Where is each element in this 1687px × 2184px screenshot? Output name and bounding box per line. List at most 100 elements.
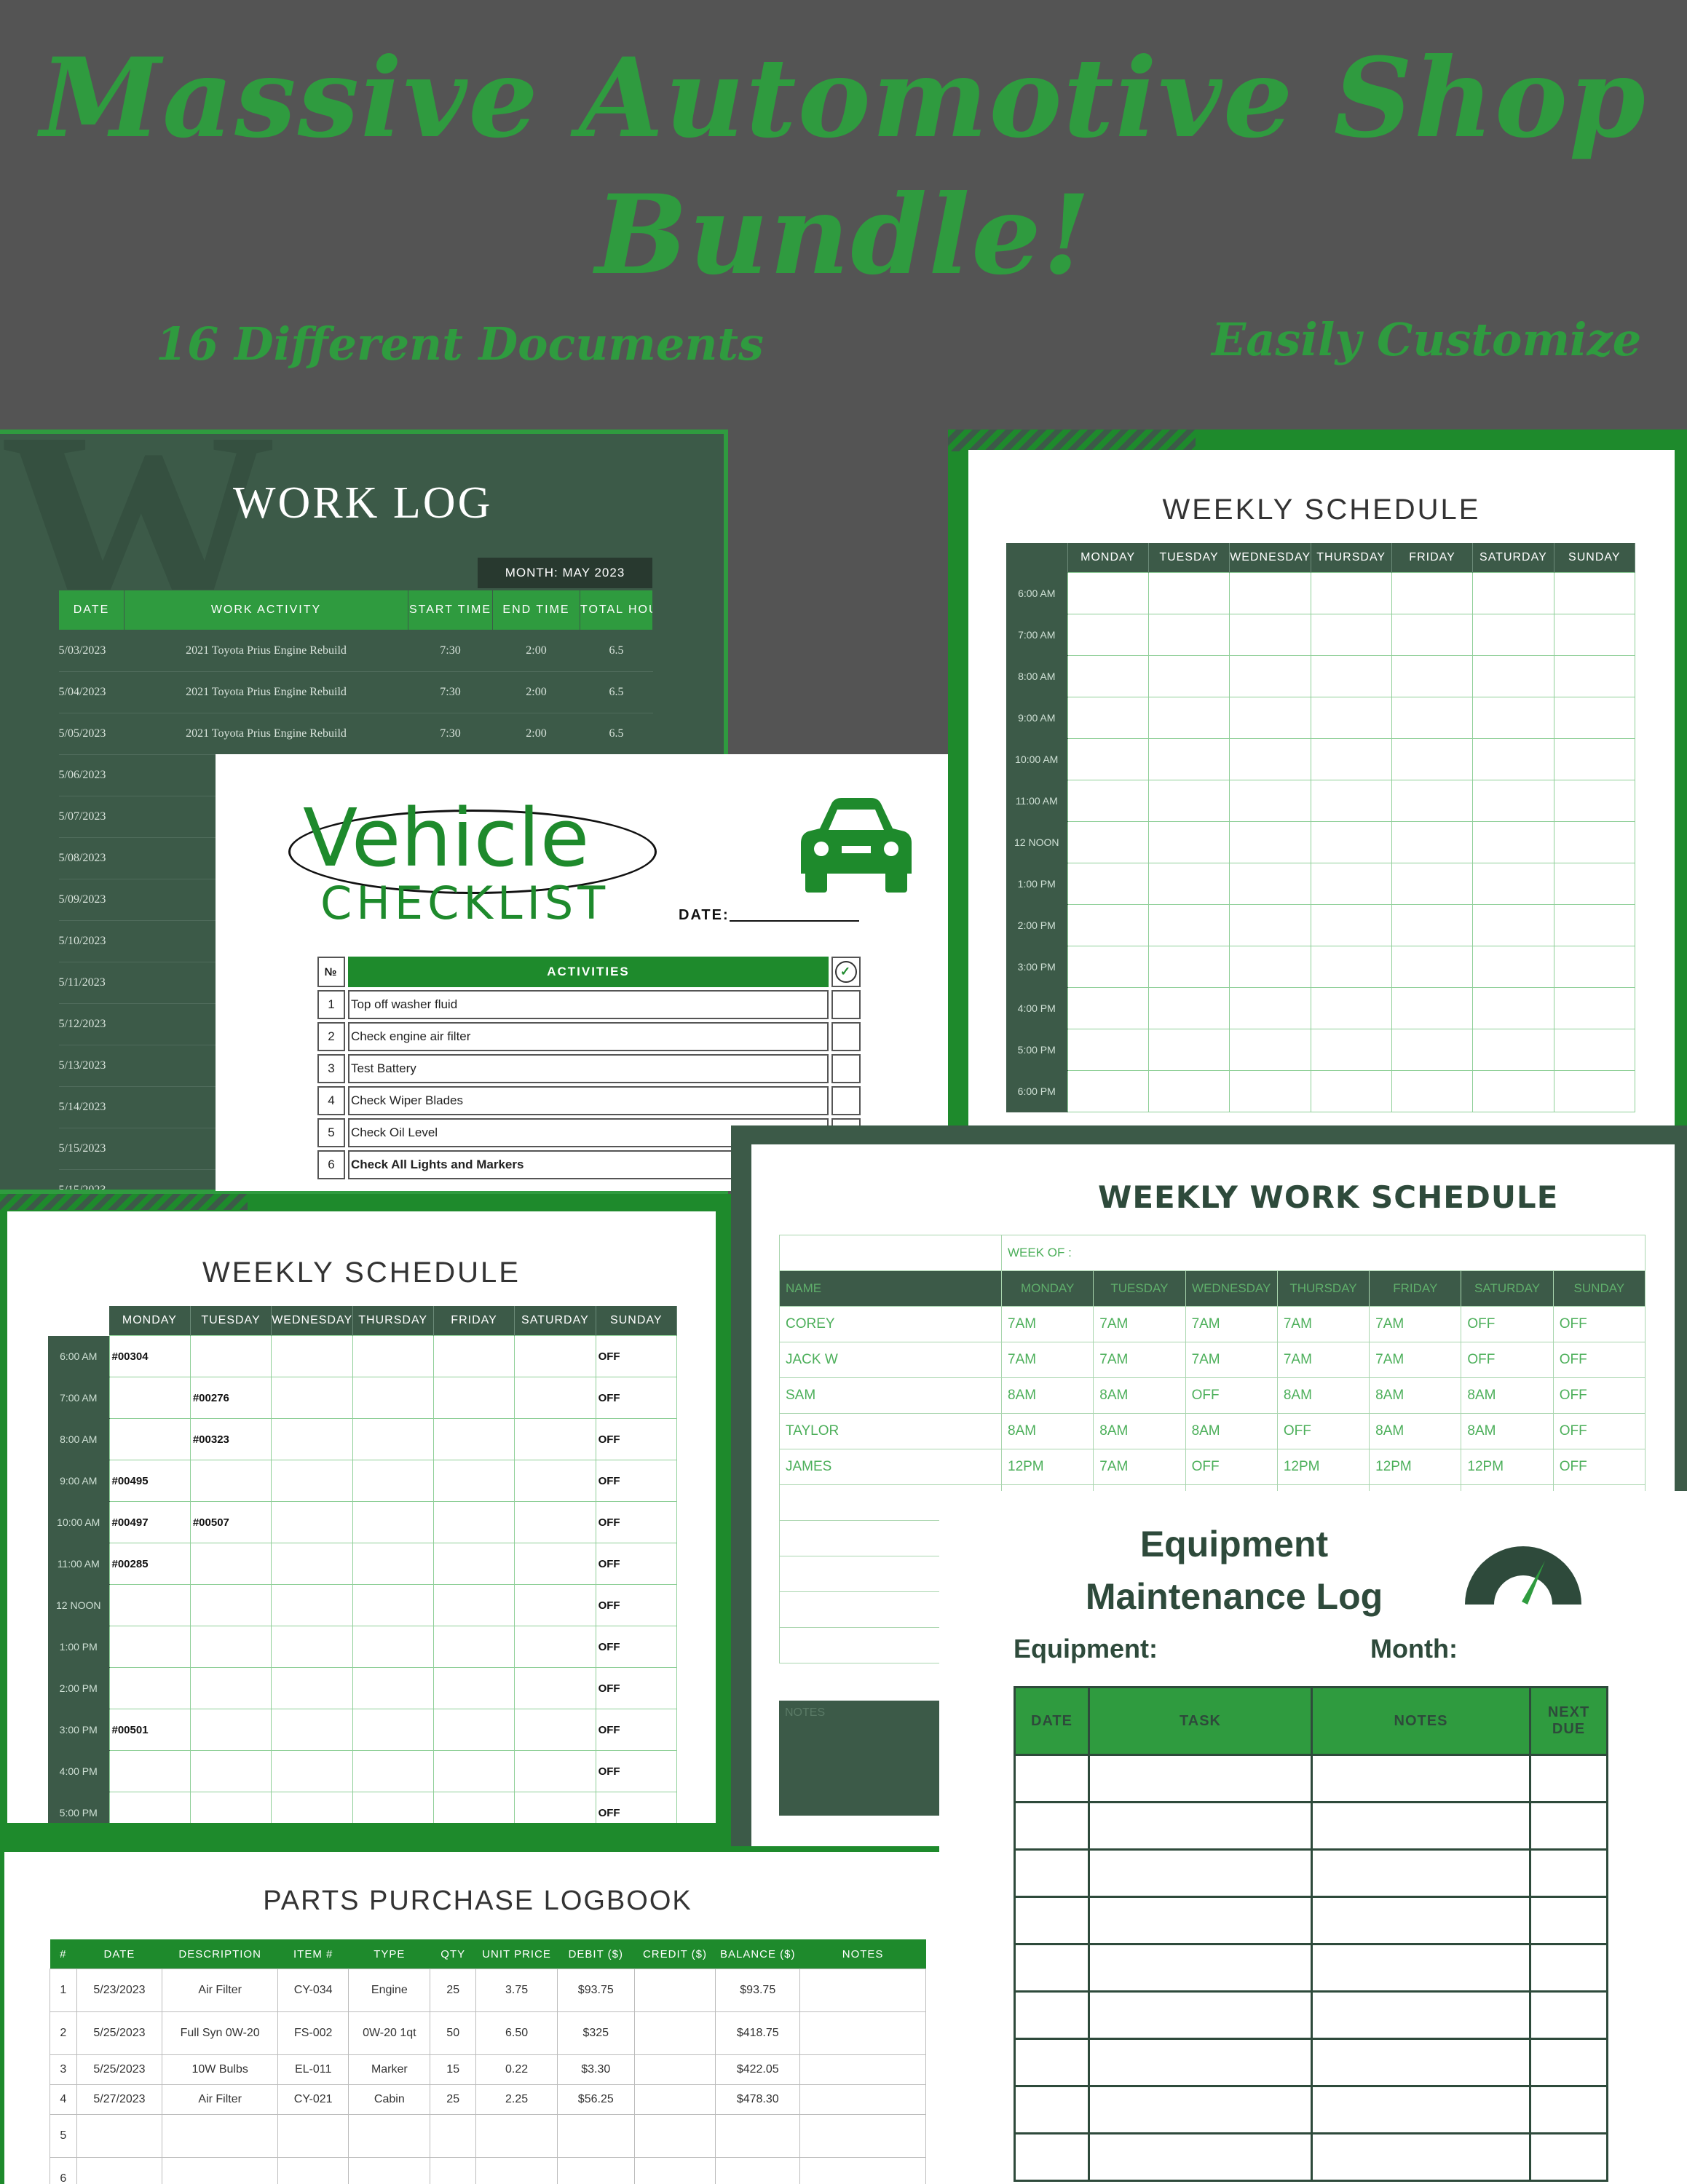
work-schedule-cell[interactable]: 7AM [1093, 1306, 1186, 1342]
work-schedule-cell[interactable]: 8AM [1000, 1377, 1094, 1414]
schedule-cell[interactable] [1391, 780, 1474, 822]
parts-cell[interactable]: 25 [430, 2084, 477, 2115]
parts-cell[interactable] [430, 2157, 477, 2184]
schedule-cell[interactable] [1147, 614, 1230, 656]
schedule-cell[interactable] [1310, 1029, 1392, 1071]
parts-cell[interactable]: $325 [556, 2011, 635, 2055]
schedule-cell[interactable] [108, 1626, 191, 1668]
equipment-cell[interactable] [1014, 1896, 1090, 1945]
work-schedule-cell[interactable]: OFF [1552, 1413, 1646, 1449]
schedule-cell[interactable] [1067, 987, 1149, 1029]
schedule-cell[interactable] [514, 1792, 596, 1823]
parts-cell[interactable]: 25 [430, 1969, 477, 2012]
schedule-cell[interactable] [271, 1750, 353, 1792]
parts-cell[interactable]: CY-034 [277, 1969, 349, 2012]
schedule-cell[interactable] [352, 1750, 434, 1792]
schedule-cell[interactable]: #00501 [108, 1709, 191, 1751]
parts-cell[interactable]: 1 [50, 1969, 77, 2012]
work-schedule-cell[interactable]: 8AM [1000, 1413, 1094, 1449]
parts-cell[interactable]: Full Syn 0W-20 [162, 2011, 278, 2055]
work-schedule-cell[interactable]: 8AM [1369, 1377, 1462, 1414]
schedule-cell[interactable] [1229, 697, 1311, 739]
schedule-cell[interactable] [1310, 697, 1392, 739]
equipment-cell[interactable] [1088, 2085, 1313, 2134]
schedule-cell[interactable] [1229, 821, 1311, 863]
schedule-cell[interactable]: OFF [595, 1792, 678, 1823]
schedule-cell[interactable] [1229, 655, 1311, 697]
work-schedule-cell[interactable]: OFF [1185, 1449, 1278, 1485]
equipment-cell[interactable] [1311, 1990, 1531, 2040]
parts-cell[interactable]: 50 [430, 2011, 477, 2055]
schedule-cell[interactable] [1553, 614, 1636, 656]
schedule-cell[interactable]: OFF [595, 1418, 678, 1460]
schedule-cell[interactable] [271, 1626, 353, 1668]
equipment-cell[interactable] [1014, 1990, 1090, 2040]
schedule-cell[interactable] [1067, 780, 1149, 822]
work-schedule-cell[interactable]: OFF [1552, 1377, 1646, 1414]
parts-cell[interactable] [799, 2011, 926, 2055]
schedule-cell[interactable] [1067, 697, 1149, 739]
schedule-cell[interactable] [189, 1792, 272, 1823]
schedule-cell[interactable] [352, 1584, 434, 1626]
schedule-cell[interactable]: #00497 [108, 1501, 191, 1543]
schedule-cell[interactable] [1472, 946, 1554, 988]
schedule-cell[interactable] [352, 1543, 434, 1585]
schedule-cell[interactable] [1067, 946, 1149, 988]
schedule-cell[interactable] [352, 1667, 434, 1709]
schedule-cell[interactable] [1147, 572, 1230, 614]
schedule-cell[interactable] [1553, 987, 1636, 1029]
schedule-cell[interactable] [1472, 697, 1554, 739]
parts-cell[interactable]: FS-002 [277, 2011, 349, 2055]
schedule-cell[interactable]: #00495 [108, 1460, 191, 1502]
schedule-cell[interactable] [1067, 904, 1149, 946]
parts-cell[interactable]: 5/27/2023 [76, 2084, 163, 2115]
schedule-cell[interactable] [108, 1418, 191, 1460]
work-schedule-cell[interactable]: TAYLOR [779, 1413, 1002, 1449]
schedule-cell[interactable] [1310, 738, 1392, 780]
parts-cell[interactable]: $56.25 [556, 2084, 635, 2115]
parts-cell[interactable] [633, 2054, 716, 2085]
parts-cell[interactable] [633, 2157, 716, 2184]
equipment-cell[interactable] [1014, 1943, 1090, 1993]
schedule-cell[interactable] [1472, 1070, 1554, 1112]
parts-cell[interactable] [633, 2114, 716, 2158]
schedule-cell[interactable] [1472, 614, 1554, 656]
schedule-cell[interactable] [432, 1460, 515, 1502]
work-schedule-cell[interactable]: 7AM [1276, 1306, 1370, 1342]
work-schedule-cell[interactable]: 8AM [1276, 1377, 1370, 1414]
schedule-cell[interactable] [1553, 697, 1636, 739]
work-schedule-cell[interactable]: COREY [779, 1306, 1002, 1342]
schedule-cell[interactable] [1147, 863, 1230, 905]
equipment-cell[interactable] [1529, 1848, 1608, 1898]
equipment-cell[interactable] [1311, 2038, 1531, 2087]
equipment-cell[interactable] [1088, 1801, 1313, 1851]
parts-cell[interactable]: 5/23/2023 [76, 1969, 163, 2012]
schedule-cell[interactable] [1147, 780, 1230, 822]
schedule-cell[interactable] [271, 1501, 353, 1543]
schedule-cell[interactable] [1553, 1070, 1636, 1112]
schedule-cell[interactable] [1147, 946, 1230, 988]
schedule-cell[interactable] [514, 1335, 596, 1377]
schedule-cell[interactable] [432, 1667, 515, 1709]
checklist-checkbox[interactable] [831, 1054, 861, 1083]
schedule-cell[interactable] [1391, 655, 1474, 697]
schedule-cell[interactable] [1310, 1070, 1392, 1112]
work-schedule-cell[interactable]: 7AM [1000, 1306, 1094, 1342]
schedule-cell[interactable] [108, 1667, 191, 1709]
schedule-cell[interactable] [1553, 738, 1636, 780]
parts-cell[interactable]: Air Filter [162, 2084, 278, 2115]
schedule-cell[interactable] [352, 1501, 434, 1543]
work-schedule-cell[interactable]: 12PM [1000, 1449, 1094, 1485]
schedule-cell[interactable] [1229, 572, 1311, 614]
schedule-cell[interactable] [271, 1792, 353, 1823]
schedule-cell[interactable] [1229, 904, 1311, 946]
schedule-cell[interactable]: #00285 [108, 1543, 191, 1585]
work-schedule-cell[interactable]: 7AM [1000, 1342, 1094, 1378]
schedule-cell[interactable] [514, 1501, 596, 1543]
parts-cell[interactable]: 5/25/2023 [76, 2011, 163, 2055]
schedule-cell[interactable] [1229, 780, 1311, 822]
work-schedule-cell[interactable]: 7AM [1369, 1306, 1462, 1342]
parts-cell[interactable] [633, 2011, 716, 2055]
schedule-cell[interactable] [1147, 738, 1230, 780]
equipment-cell[interactable] [1311, 2085, 1531, 2134]
